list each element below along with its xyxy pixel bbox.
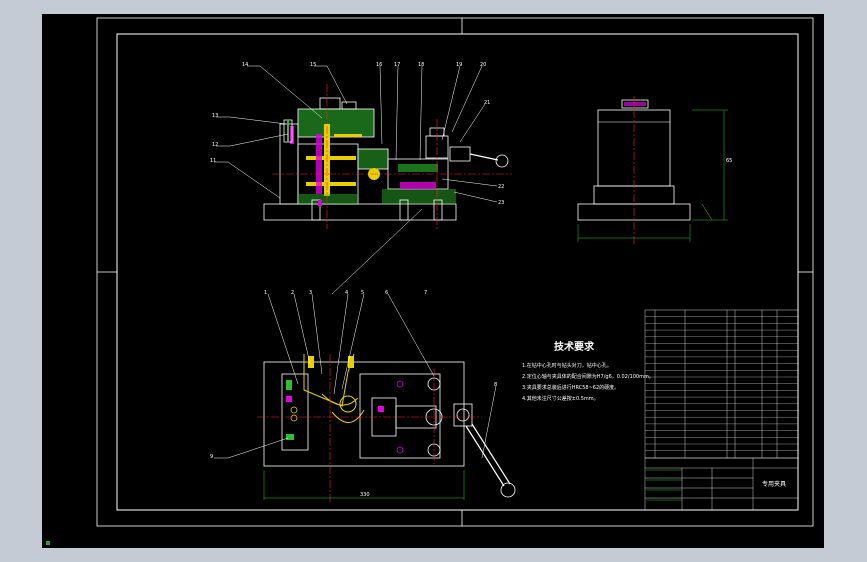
parts-list-rows: [645, 316, 798, 451]
side-view: 65: [577, 96, 732, 244]
requirement-line-1: 1.在钻中心孔时与钻头对刀，钻中心孔。: [522, 362, 612, 369]
requirement-line-4: 4.其他未注尺寸公差按±0.5mm。: [522, 395, 599, 402]
cad-viewport[interactable]: 14 15 16 17 18 19 20 21 22 23 13 12 11 6…: [42, 14, 824, 548]
balloon-5: 5: [361, 290, 364, 296]
balloon-14: 14: [242, 62, 248, 68]
balloon-16: 16: [376, 62, 382, 68]
balloon-22: 22: [498, 184, 504, 190]
requirement-line-3: 3.夹具要求总装后进行HRC58~62的硬度。: [522, 384, 619, 391]
parts-list: [644, 309, 799, 459]
balloon-17: 17: [394, 62, 400, 68]
balloon-20: 20: [480, 62, 486, 68]
plan-view: 330: [257, 353, 516, 504]
balloon-15: 15: [310, 62, 316, 68]
balloon-leaders-plan: [214, 208, 497, 459]
balloon-8: 8: [494, 382, 497, 388]
balloon-labels-top: 14 15 16 17 18 19 20 21 22 23 13 12 11: [210, 62, 504, 206]
balloon-12: 12: [212, 142, 218, 148]
balloon-2: 2: [291, 290, 294, 296]
balloon-23: 23: [498, 200, 504, 206]
technical-requirements-title: 技术要求: [554, 340, 595, 353]
title-block: [644, 457, 799, 511]
balloon-3: 3: [309, 290, 312, 296]
outer-border: [96, 17, 814, 527]
drawing-canvas: 14 15 16 17 18 19 20 21 22 23 13 12 11 6…: [96, 17, 814, 527]
balloon-21: 21: [484, 100, 490, 106]
requirement-line-2: 2.定位心轴与夹具体的配合间隙为H7/g6，0.02/100mm。: [522, 373, 654, 380]
balloon-labels-plan: 1 2 3 4 5 6 7 8 9: [210, 290, 497, 460]
balloon-6: 6: [385, 290, 388, 296]
drawing-name: 专用夹具: [762, 480, 786, 488]
side-height-dimension: 65: [726, 158, 732, 164]
balloon-1: 1: [264, 290, 267, 296]
balloon-9: 9: [210, 454, 213, 460]
ucs-marker: [46, 541, 50, 545]
inner-frame: [116, 33, 799, 511]
balloon-18: 18: [418, 62, 424, 68]
balloon-4: 4: [345, 290, 348, 296]
plan-width-dimension: 330: [360, 492, 370, 498]
title-block-hatch: [646, 469, 682, 501]
balloon-leaders-top: [214, 65, 498, 203]
technical-requirements: 技术要求 1.在钻中心孔时与钻头对刀，钻中心孔。 2.定位心轴与夹具体的配合间隙…: [522, 340, 654, 402]
balloon-19: 19: [456, 62, 462, 68]
front-section-view: [263, 84, 512, 229]
balloon-13: 13: [212, 113, 218, 119]
balloon-7: 7: [424, 290, 427, 296]
centering-marks: [97, 18, 813, 526]
balloon-11: 11: [210, 158, 216, 164]
